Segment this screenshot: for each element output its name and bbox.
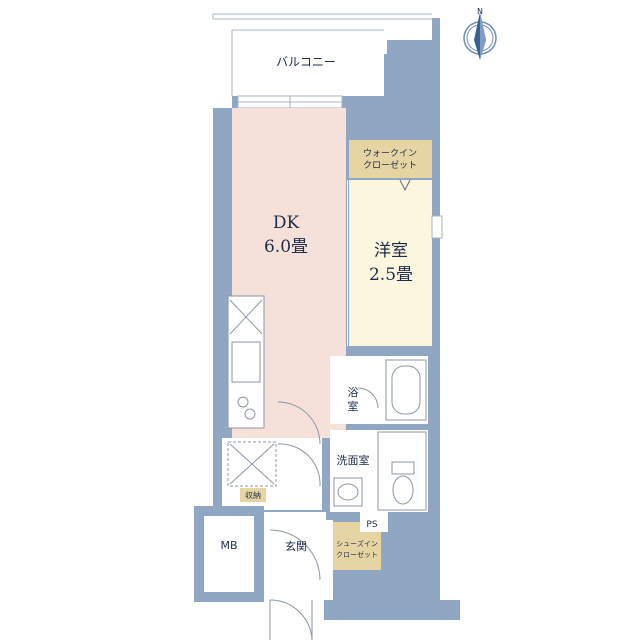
mb-label: MB [220,539,237,552]
walkin-closet [349,140,432,192]
storage-label: 収納 [245,490,261,500]
dk-name: DK [273,213,300,233]
balcony-label: バルコニー [276,55,336,69]
western-size: 2.5畳 [369,265,413,285]
dk-size: 6.0畳 [264,237,308,257]
fridge-space [227,441,277,487]
shoe-label-1: シューズイン [336,539,378,548]
walkin-label-1: ウォークイン [363,148,417,159]
entrance-area [268,512,326,640]
washroom [330,430,428,512]
ps-label: PS [366,520,377,530]
compass-icon [463,12,497,60]
shoe-closet [333,512,388,570]
walkin-label-2: クローゼット [363,159,417,171]
shoe-label-2: クローゼット [336,550,378,559]
western-name: 洋室 [374,241,408,261]
mb-box [194,506,264,602]
storage-tag [240,488,266,502]
balcony-window [237,95,343,109]
compass-north: N [477,7,483,16]
bathroom [330,356,428,424]
washroom-label: 洗面室 [337,453,370,467]
kitchen-counter [227,295,265,429]
balcony-area [212,13,432,96]
entrance-label: 玄関 [285,539,307,553]
bath-label-1: 浴 [348,386,359,399]
bath-label-2: 室 [348,399,359,413]
western-room [349,180,432,346]
